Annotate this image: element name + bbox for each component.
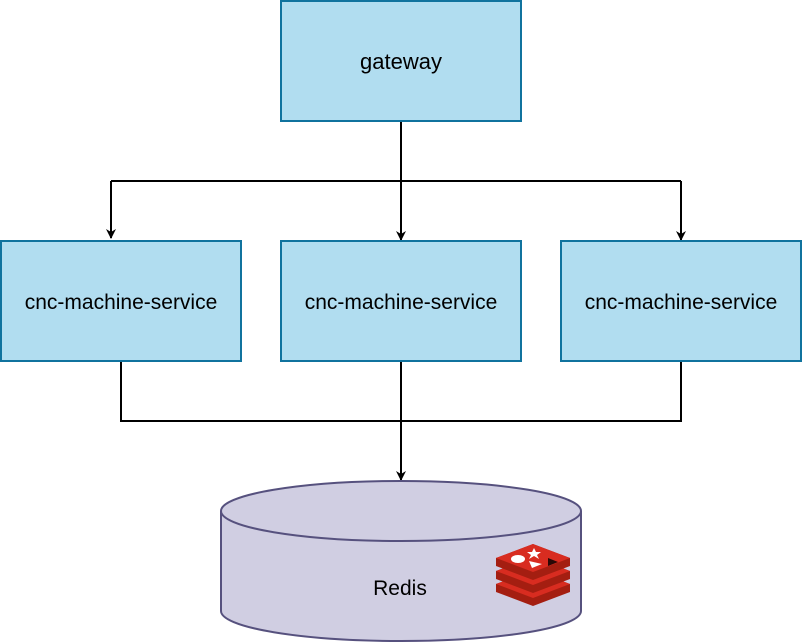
- service-node-2[interactable]: cnc-machine-service: [280, 240, 522, 362]
- edge-from-service-3: [401, 361, 682, 422]
- gateway-label: gateway: [360, 49, 442, 74]
- gateway-node[interactable]: gateway: [280, 0, 522, 122]
- service-label-3: cnc-machine-service: [585, 291, 778, 314]
- service-box-3: [560, 240, 802, 362]
- service-box-1: [0, 240, 242, 362]
- service-box-2: [280, 240, 522, 362]
- service-node-3[interactable]: cnc-machine-service: [560, 240, 802, 362]
- service-label-1: cnc-machine-service: [25, 291, 218, 314]
- redis-node[interactable]: Redis: [220, 480, 582, 642]
- edges-services-to-redis: [120, 361, 682, 481]
- redis-label: Redis: [373, 577, 427, 600]
- redis-cylinder-body: [220, 511, 582, 642]
- redis-cylinder-top: [220, 480, 582, 542]
- edges-gateway-to-services: [106, 121, 686, 241]
- service-node-1[interactable]: cnc-machine-service: [0, 240, 242, 362]
- edge-from-service-1: [120, 361, 401, 422]
- redis-logo-icon: [496, 544, 570, 606]
- service-label-2: cnc-machine-service: [305, 291, 498, 314]
- gateway-box: [280, 0, 522, 122]
